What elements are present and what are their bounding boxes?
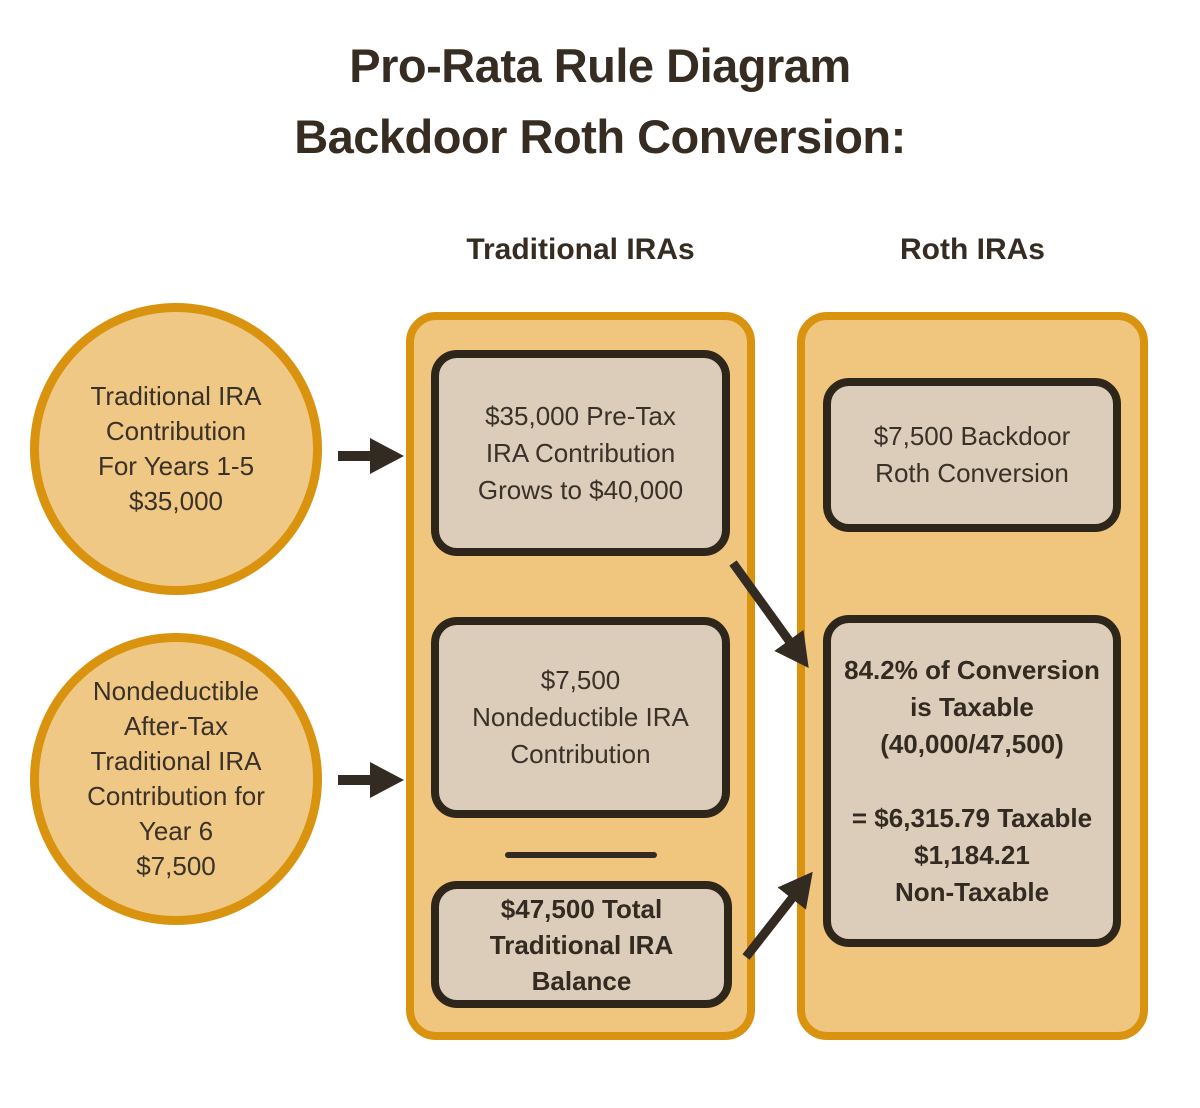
pretax-growth-box: $35,000 Pre-Tax IRA Contribution Grows t… [431, 350, 730, 556]
circle-traditional-contribution-label: Traditional IRA Contribution For Years 1… [90, 381, 262, 516]
circle-nondeductible-contribution: Nondeductible After-Tax Traditional IRA … [30, 633, 322, 925]
total-balance-box: $47,500 Total Traditional IRA Balance [431, 881, 732, 1008]
circle-nondeductible-contribution-label: Nondeductible After-Tax Traditional IRA … [87, 676, 265, 881]
sum-divider [505, 852, 657, 858]
backdoor-conversion-box: $7,500 Backdoor Roth Conversion [823, 378, 1121, 532]
roth-ira-column: $7,500 Backdoor Roth Conversion 84.2% of… [797, 312, 1148, 1040]
backdoor-conversion-label: $7,500 Backdoor Roth Conversion [873, 421, 1071, 488]
total-balance-label: $47,500 Total Traditional IRA Balance [489, 893, 674, 996]
column-header-roth: Roth IRAs [900, 233, 1045, 266]
circle-traditional-contribution: Traditional IRA Contribution For Years 1… [30, 303, 322, 595]
traditional-ira-column: $35,000 Pre-Tax IRA Contribution Grows t… [406, 312, 755, 1040]
nondeductible-contribution-label: $7,500 Nondeductible IRA Contribution [472, 665, 689, 769]
diagram-title-line-1: Pro-Rata Rule Diagram [349, 39, 851, 92]
nondeductible-contribution-box: $7,500 Nondeductible IRA Contribution [431, 617, 730, 818]
diagram-title: Pro-Rata Rule Diagram Backdoor Roth Conv… [0, 30, 1200, 172]
pretax-growth-label: $35,000 Pre-Tax IRA Contribution Grows t… [477, 400, 684, 505]
diagram-title-line-2: Backdoor Roth Conversion: [294, 110, 906, 163]
taxable-calculation-label: 84.2% of Conversion is Taxable (40,000/4… [844, 654, 1100, 907]
taxable-calculation-box: 84.2% of Conversion is Taxable (40,000/4… [823, 615, 1121, 947]
column-header-traditional: Traditional IRAs [466, 233, 695, 266]
